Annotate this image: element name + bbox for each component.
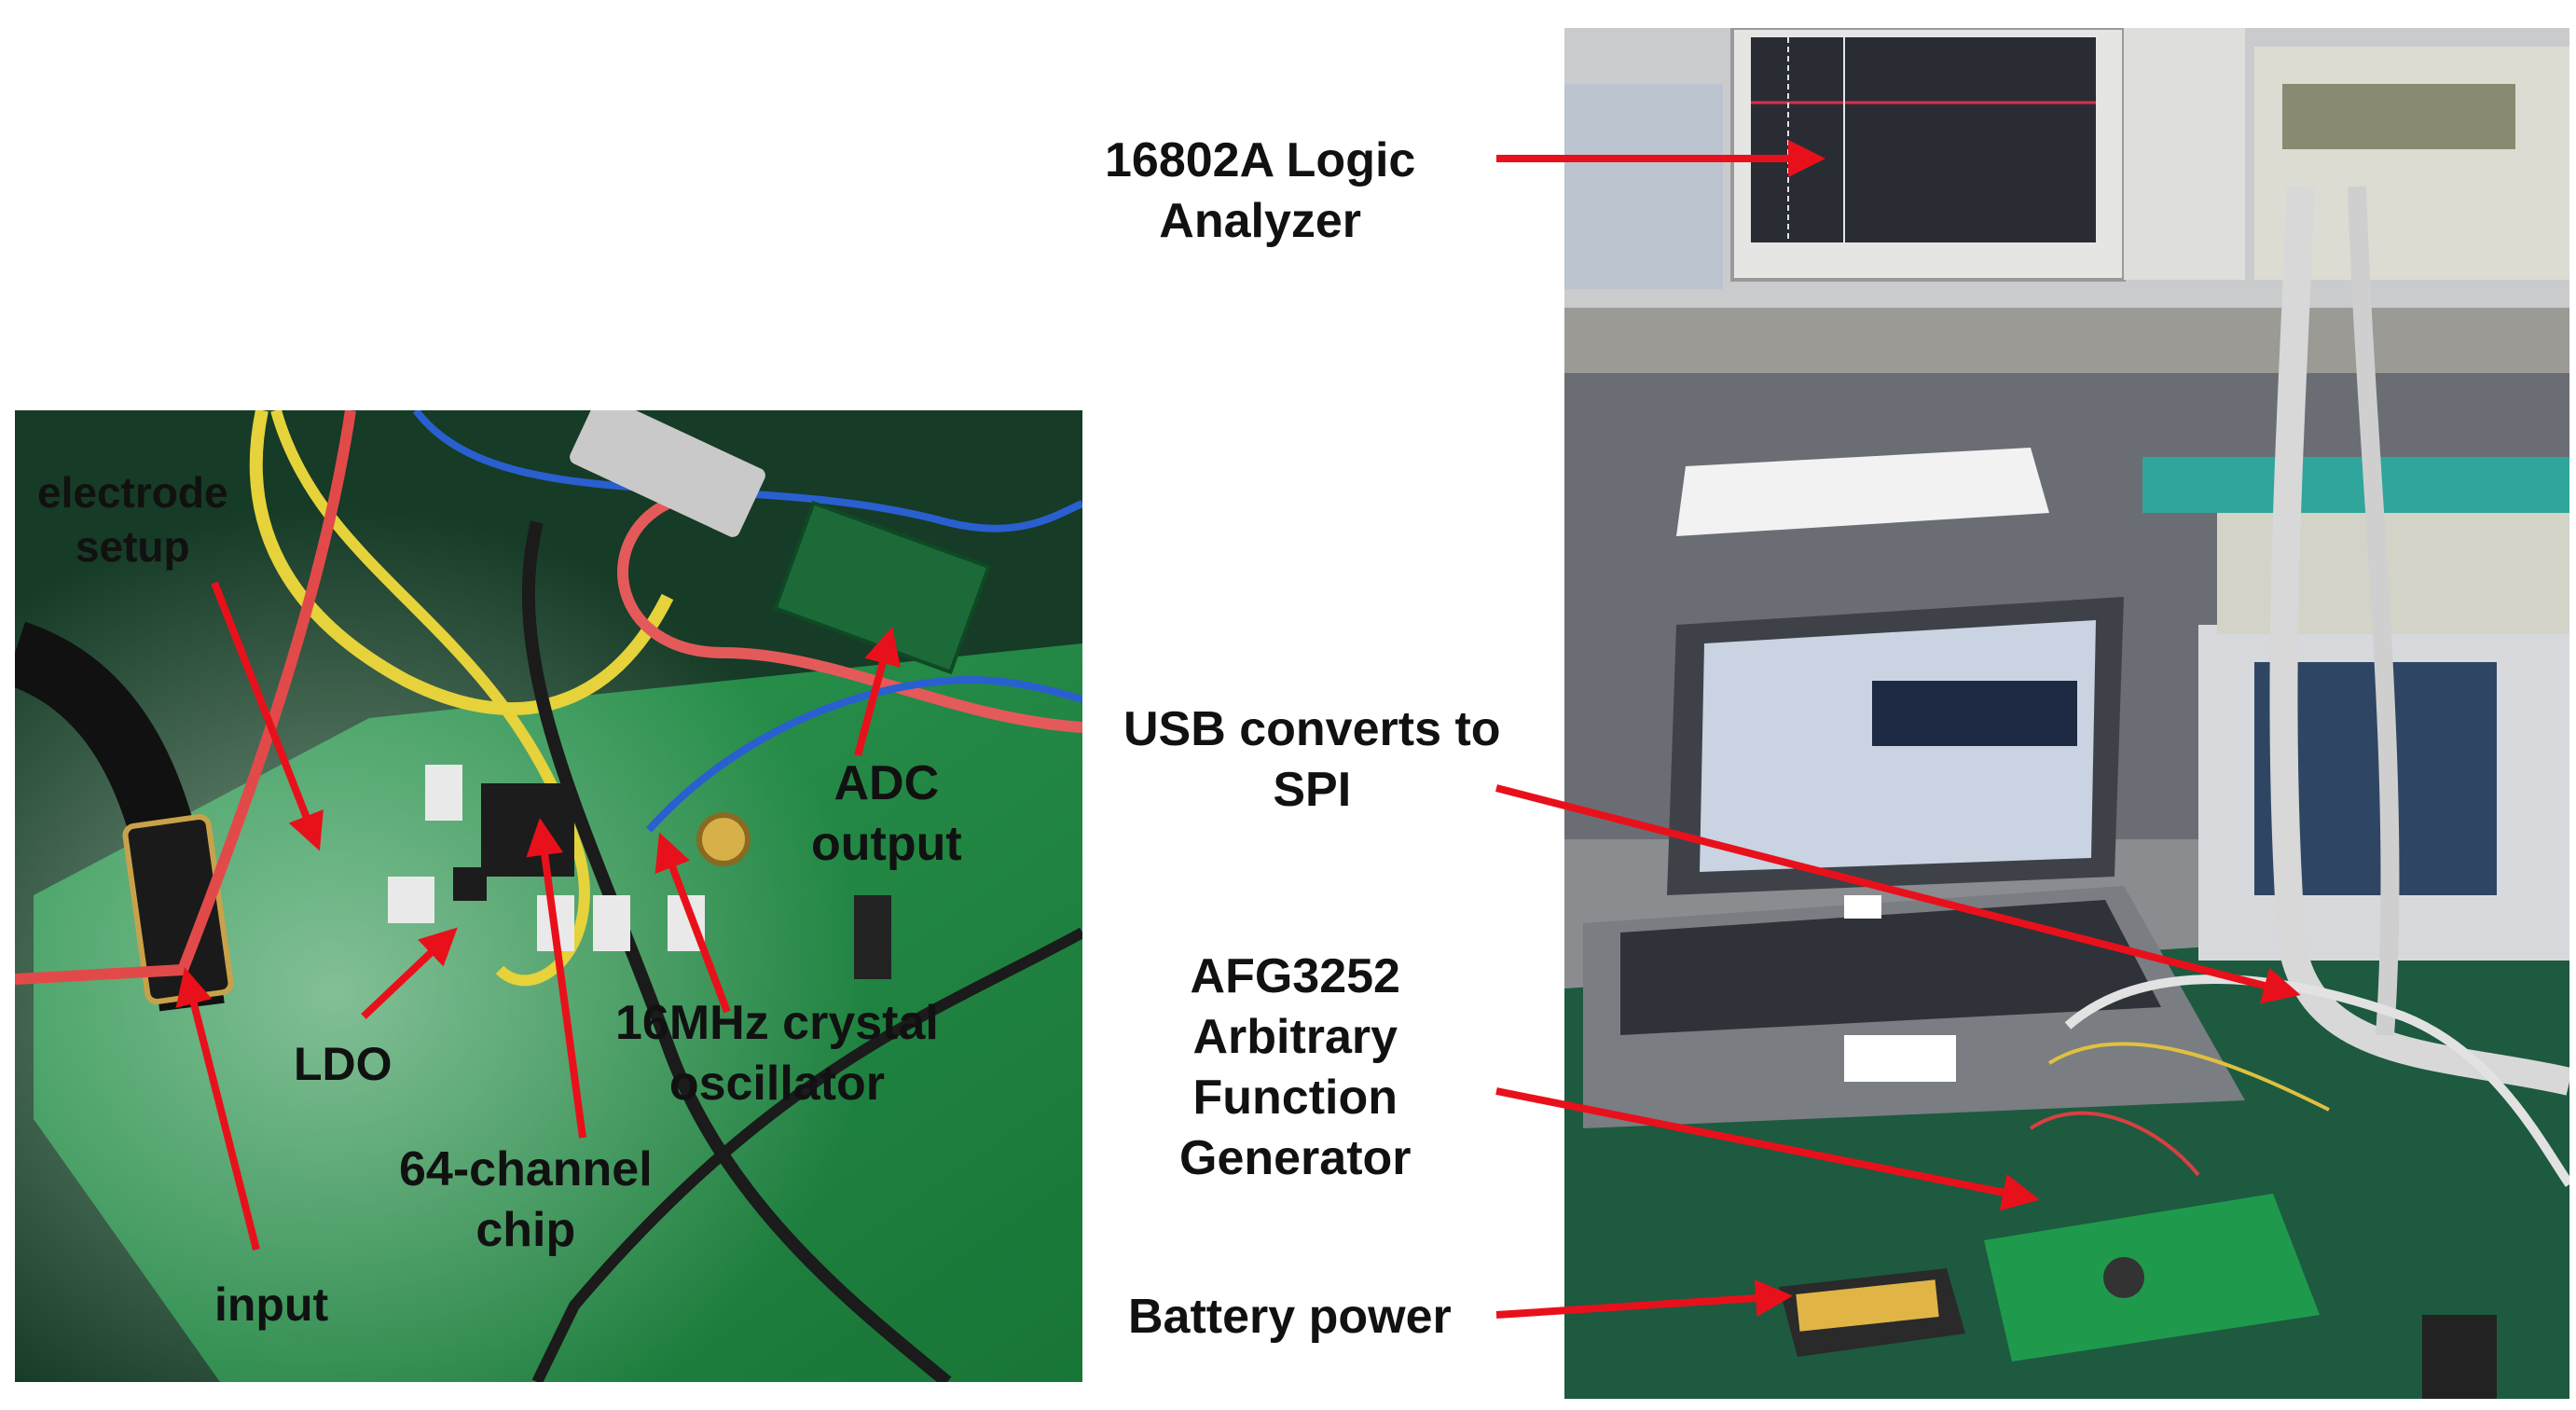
label-line: ADC <box>833 756 940 810</box>
label-line: Arbitrary <box>1192 1010 1398 1064</box>
label-logic-analyzer: 16802A Logic Analyzer <box>1105 131 1415 252</box>
label-ldo: LDO <box>294 1035 393 1094</box>
label-line: LDO <box>294 1038 393 1090</box>
label-line: SPI <box>1273 763 1352 817</box>
label-line: AFG3252 <box>1190 949 1400 1003</box>
label-line: 16802A Logic <box>1105 133 1416 187</box>
lab-bench-photo <box>1564 28 2569 1399</box>
label-crystal-oscillator: 16MHz crystal oscillator <box>615 993 939 1114</box>
label-line: Battery power <box>1128 1290 1452 1344</box>
lab-photo-illustration <box>1564 28 2569 1399</box>
label-line: Generator <box>1179 1131 1412 1185</box>
label-line: USB converts to <box>1123 702 1501 756</box>
label-line: chip <box>475 1203 576 1257</box>
label-afg3252: AFG3252 Arbitrary Function Generator <box>1179 947 1412 1189</box>
label-line: 64-channel <box>399 1142 653 1196</box>
label-usb-spi: USB converts to SPI <box>1123 699 1501 821</box>
label-line: 16MHz crystal <box>615 996 939 1050</box>
label-line: setup <box>75 521 190 571</box>
label-line: electrode <box>37 468 228 517</box>
label-line: output <box>811 817 962 871</box>
label-line: oscillator <box>668 1057 886 1111</box>
label-input: input <box>214 1276 328 1334</box>
label-64-channel-chip: 64-channel chip <box>399 1140 653 1261</box>
label-battery-power: Battery power <box>1128 1287 1452 1348</box>
label-line: Analyzer <box>1159 194 1362 248</box>
label-line: input <box>214 1279 329 1331</box>
label-electrode-setup: electrode setup <box>37 466 228 574</box>
label-line: Function <box>1192 1071 1398 1125</box>
label-adc-output: ADC output <box>811 753 962 875</box>
